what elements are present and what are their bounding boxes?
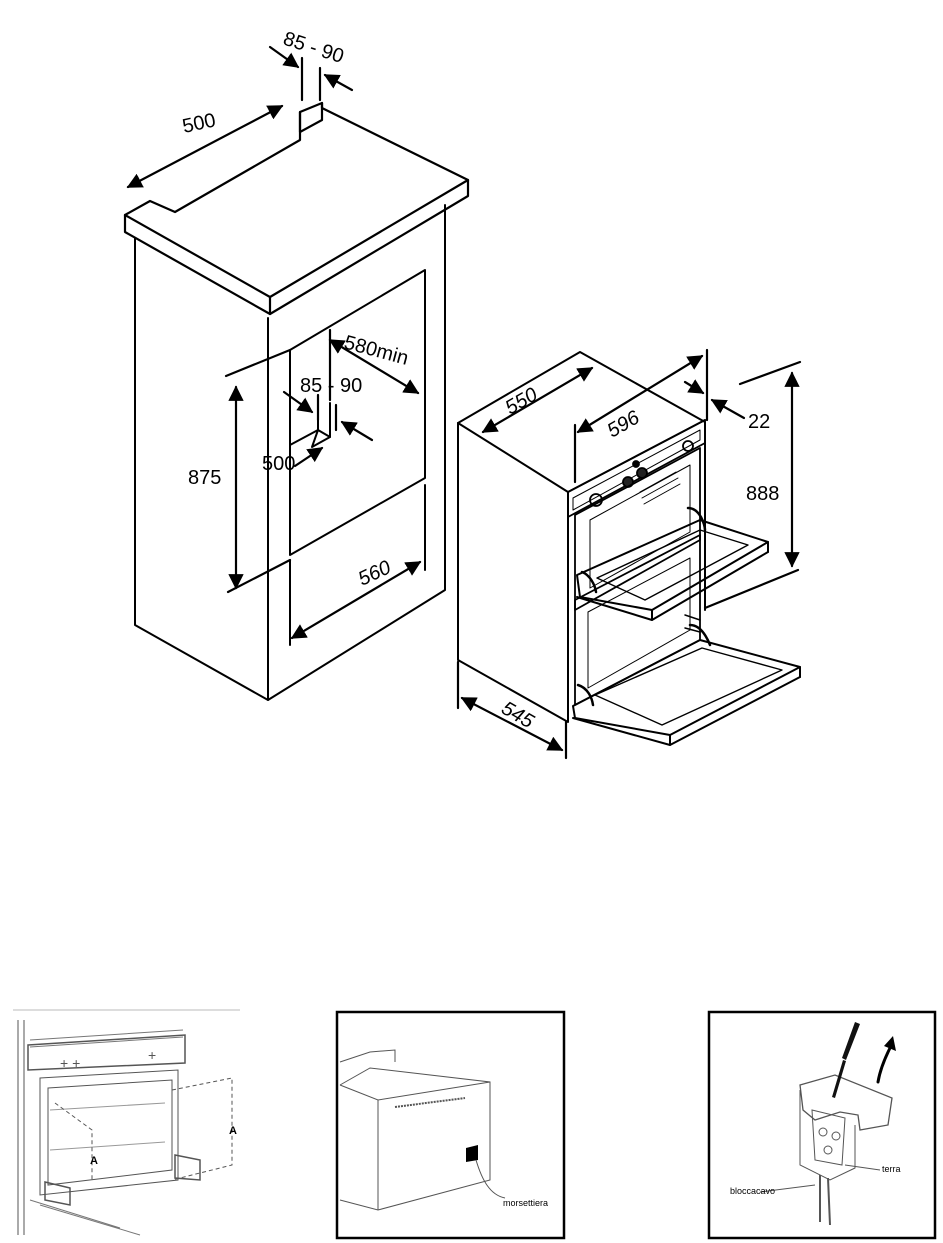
cabinet-drawing: 85 - 90 500 580min 85 - 90 500 875 560 [123,28,470,701]
wiring-panel: bloccacavo terra [707,1010,937,1240]
wiring-earth-label: terra [882,1164,901,1174]
worktop [123,101,470,316]
mounting-label-a-right: A [229,1125,237,1137]
mounting-label-a-left: A [90,1155,98,1167]
cabinet-width-min-label: 580min [342,332,411,370]
oven-body [457,351,706,723]
oven-drawing: 550 596 22 888 545 [456,348,802,760]
terminal-block-icon [466,1145,478,1162]
screwdriver-icon [832,1022,860,1098]
wiring-clamp-label: bloccacavo [730,1186,775,1196]
mounting-panel: + + + A A [13,1009,240,1236]
terminal-panel: morsettiera [335,1010,566,1240]
oven-dimension-lines [456,348,802,760]
oven-lower-door [572,623,801,746]
terminal-label: morsettiera [503,1198,548,1208]
lift-arrow-icon [876,1046,892,1084]
oven-lower-cavity [574,534,701,706]
svg-text:+: + [148,1047,156,1063]
oven-height-label: 888 [746,483,779,505]
cabinet-dimension-lines [126,45,422,640]
svg-text:+ +: + + [60,1055,80,1071]
cabinet-depth-inner-label: 500 [262,453,295,475]
cabinet-depth-top-label: 500 [180,109,217,137]
oven-offset-label: 22 [748,411,770,433]
oven-depth-label: 550 [502,384,542,420]
cabinet-height-label: 875 [188,467,221,489]
cabinet-niche [289,269,426,646]
cabinet-body [134,204,446,701]
oven-control-panel [567,419,706,518]
cabinet-recess-inner-label: 85 - 90 [300,375,362,397]
cabinet-width-label: 560 [355,556,395,590]
